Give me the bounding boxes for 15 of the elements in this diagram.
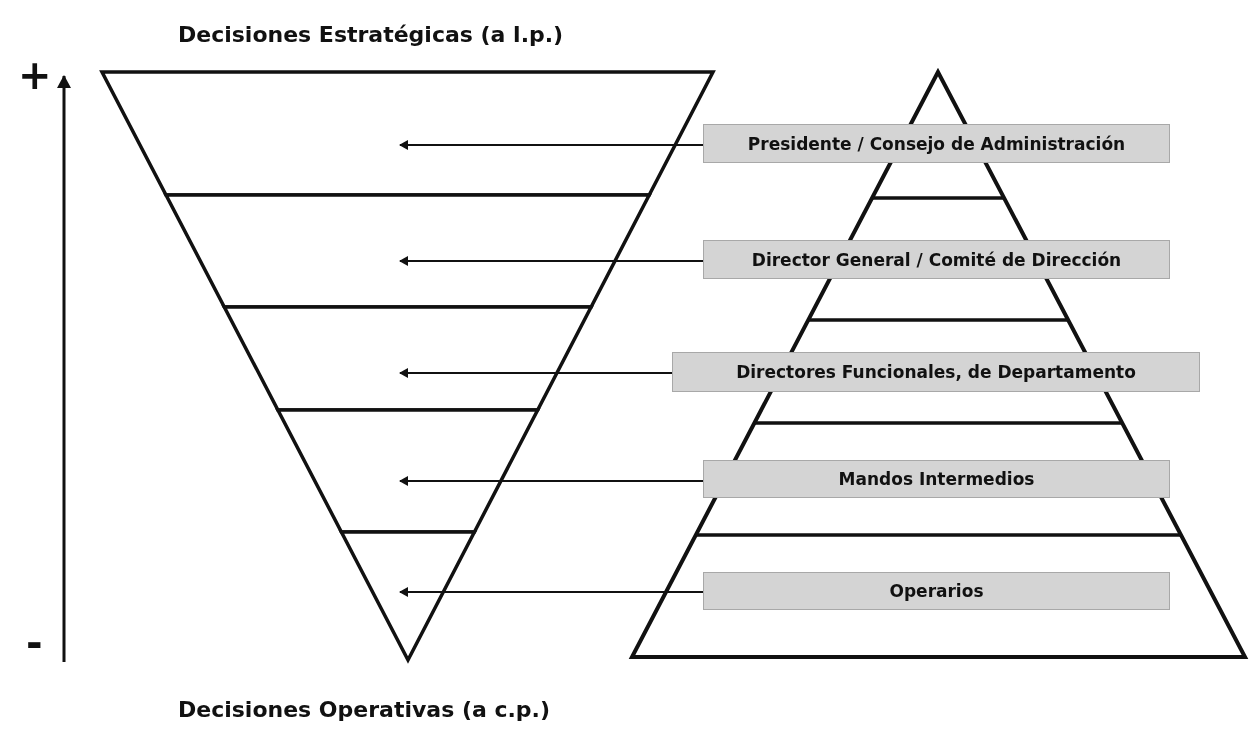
heading: Decisiones Estratégicas (a l.p.) (178, 22, 564, 47)
role-label: Presidente / Consejo de Administración (703, 124, 1170, 163)
arrow (399, 256, 704, 266)
axis-sign: - (26, 620, 43, 666)
role-label: Mandos Intermedios (703, 460, 1170, 498)
triangle-band (338, 530, 478, 664)
role-label: Director General / Comité de Dirección (703, 240, 1170, 279)
arrow (399, 368, 673, 378)
role-label: Operarios (703, 572, 1170, 610)
arrow (399, 587, 704, 597)
arrow (399, 476, 704, 486)
role-label: Directores Funcionales, de Departamento (672, 352, 1200, 392)
axis-sign: + (18, 52, 52, 98)
heading: Decisiones Operativas (a c.p.) (178, 697, 551, 722)
arrow (399, 140, 704, 150)
